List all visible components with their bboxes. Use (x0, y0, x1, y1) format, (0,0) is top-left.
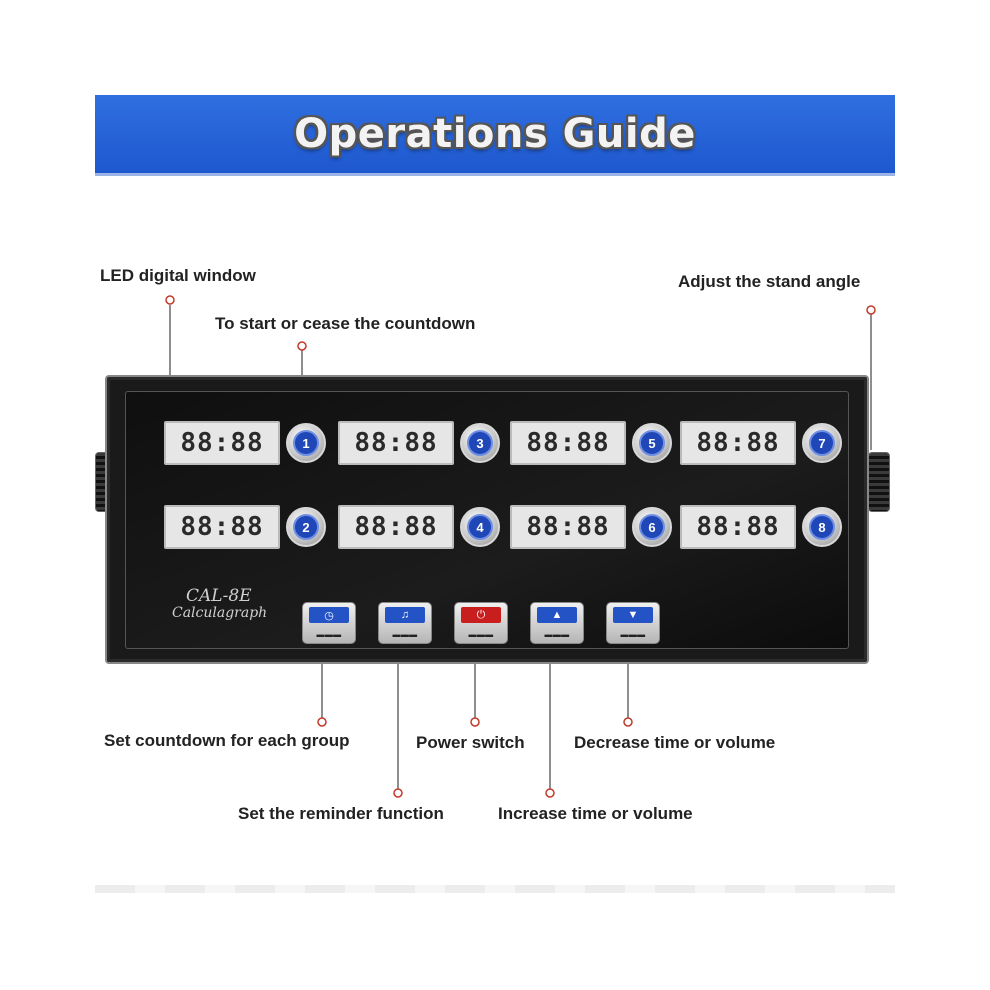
increase-button[interactable]: ▲ ▬▬▬ (530, 602, 584, 644)
timer-number-badge: 8 (809, 514, 835, 540)
bottom-divider (95, 885, 895, 893)
timer-number-badge: 6 (639, 514, 665, 540)
label-increase: Increase time or volume (498, 804, 693, 823)
label-stand-angle: Adjust the stand angle (678, 272, 861, 291)
start-stop-button-8[interactable]: 8 (802, 507, 842, 547)
timer-group-7: 88:88 7 (680, 421, 842, 465)
power-icon: ⏻ (461, 607, 501, 623)
start-stop-button-6[interactable]: 6 (632, 507, 672, 547)
timer-number-badge: 2 (293, 514, 319, 540)
label-power-switch: Power switch (416, 733, 525, 752)
label-led-window: LED digital window (100, 266, 256, 285)
button-caption: ▬▬▬ (468, 630, 494, 639)
timer-number-badge: 3 (467, 430, 493, 456)
lcd-display: 88:88 (680, 421, 796, 465)
clock-icon: ◷ (309, 607, 349, 623)
decrease-button[interactable]: ▼ ▬▬▬ (606, 602, 660, 644)
button-caption: ▬▬▬ (392, 630, 418, 639)
timer-number-badge: 7 (809, 430, 835, 456)
model-name: CAL-8E (186, 586, 252, 606)
timer-group-6: 88:88 6 (510, 505, 672, 549)
start-stop-button-3[interactable]: 3 (460, 423, 500, 463)
timer-group-1: 88:88 1 (164, 421, 326, 465)
label-decrease: Decrease time or volume (574, 733, 776, 752)
timer-group-3: 88:88 3 (338, 421, 500, 465)
start-stop-button-4[interactable]: 4 (460, 507, 500, 547)
page-title: Operations Guide (294, 111, 696, 157)
reminder-button[interactable]: ♫ ▬▬▬ (378, 602, 432, 644)
down-triangle-icon: ▼ (613, 607, 653, 623)
lcd-display: 88:88 (338, 421, 454, 465)
lcd-display: 88:88 (510, 505, 626, 549)
timer-number-badge: 4 (467, 514, 493, 540)
button-caption: ▬▬▬ (316, 630, 342, 639)
stand-knob-right (868, 452, 890, 512)
lcd-display: 88:88 (338, 505, 454, 549)
power-button[interactable]: ⏻ ▬▬▬ (454, 602, 508, 644)
start-stop-button-1[interactable]: 1 (286, 423, 326, 463)
timer-group-2: 88:88 2 (164, 505, 326, 549)
lcd-display: 88:88 (510, 421, 626, 465)
lcd-display: 88:88 (164, 505, 280, 549)
lcd-display: 88:88 (164, 421, 280, 465)
timer-device: 88:88 1 88:88 3 88:88 5 88:88 7 88:88 2 … (105, 375, 869, 664)
timer-group-8: 88:88 8 (680, 505, 842, 549)
model-subtitle: Calculagraph (172, 604, 268, 621)
button-caption: ▬▬▬ (544, 630, 570, 639)
label-set-countdown: Set countdown for each group (104, 731, 350, 750)
start-stop-button-5[interactable]: 5 (632, 423, 672, 463)
timer-number-badge: 5 (639, 430, 665, 456)
timer-number-badge: 1 (293, 430, 319, 456)
model-label: CAL-8E Calculagraph (172, 586, 268, 621)
label-start-stop: To start or cease the countdown (215, 314, 476, 333)
button-caption: ▬▬▬ (620, 630, 646, 639)
title-banner: Operations Guide (95, 95, 895, 176)
bell-icon: ♫ (385, 607, 425, 623)
timer-group-5: 88:88 5 (510, 421, 672, 465)
control-panel: 88:88 1 88:88 3 88:88 5 88:88 7 88:88 2 … (125, 391, 849, 649)
up-triangle-icon: ▲ (537, 607, 577, 623)
start-stop-button-7[interactable]: 7 (802, 423, 842, 463)
label-reminder: Set the reminder function (238, 804, 444, 823)
lcd-display: 88:88 (680, 505, 796, 549)
timer-group-4: 88:88 4 (338, 505, 500, 549)
start-stop-button-2[interactable]: 2 (286, 507, 326, 547)
set-countdown-button[interactable]: ◷ ▬▬▬ (302, 602, 356, 644)
